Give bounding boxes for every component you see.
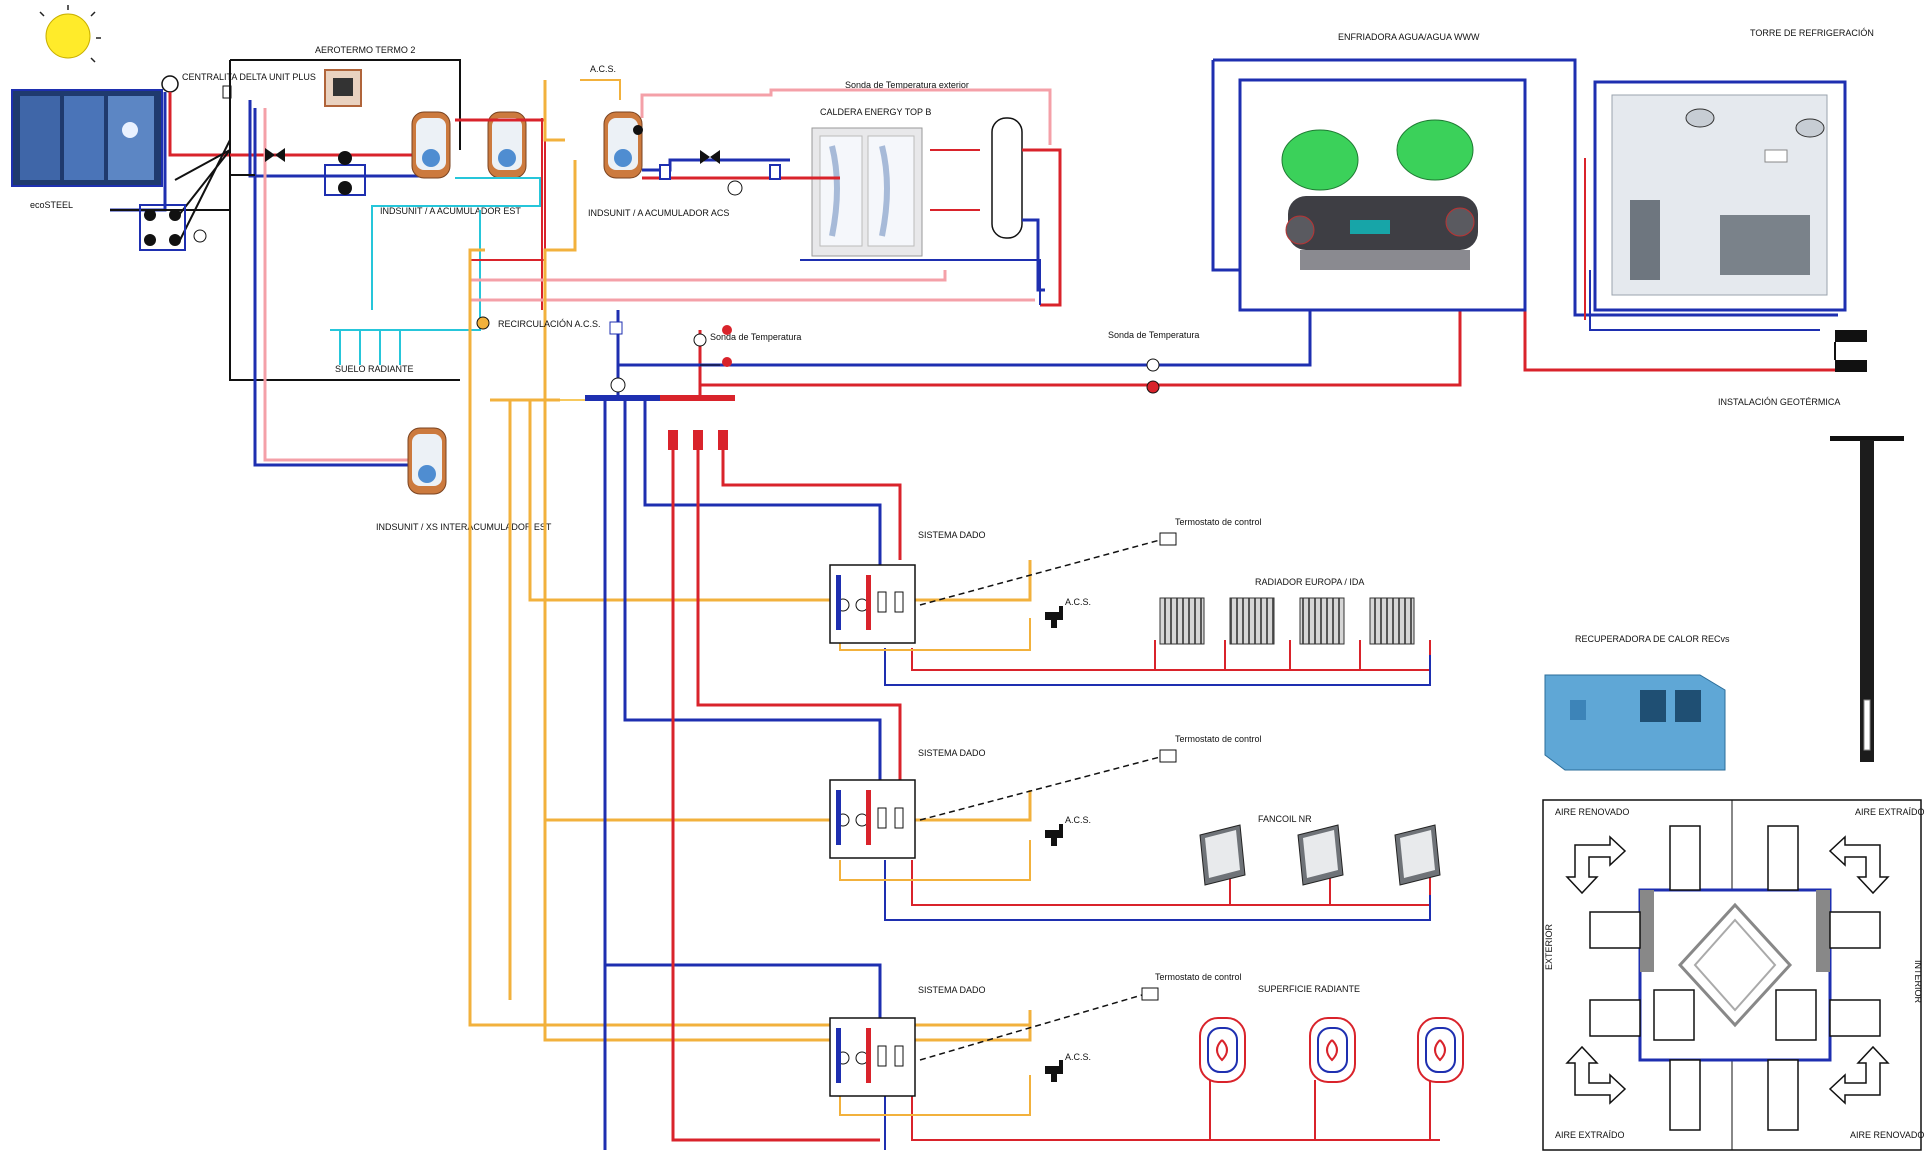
thermostat-3-label: Termostato de control [1155,972,1242,982]
system-unit-3 [829,1017,916,1097]
boiler-label: CALDERA ENERGY TOP B [820,107,931,117]
exterior-label: EXTERIOR [1544,923,1554,970]
sensor-icon [161,75,179,93]
interaccumulator-tank [407,427,447,495]
tap-icon [1045,606,1063,1082]
chiller-label: ENFRIADORA AGUA/AGUA WWW [1338,32,1480,42]
sun-icon [39,5,101,63]
distribution-manifold [585,310,735,450]
heat-recovery-unit-icon [1544,674,1726,771]
cyan-floor-loop [330,177,541,365]
air-renewed-left-label: AIRE RENOVADO [1555,807,1629,817]
recirculation-label: RECIRCULACIÓN A.C.S. [498,319,601,329]
solar-collector-icon [11,89,163,187]
acs-top-label: A.C.S. [590,64,616,74]
circulation-pumps [633,125,781,196]
air-extracted-right-label: AIRE EXTRAÍDO [1855,807,1925,817]
solar-collector-label: ecoSTEEL [30,200,73,210]
outdoor-probe-label: Sonda de Temperatura exterior [845,80,969,90]
radiators-label: RADIADOR EUROPA / IDA [1255,577,1364,587]
cooling-tower-icon [1611,94,1828,296]
thermostat-top-label: AEROTERMO TERMO 2 [315,45,415,55]
system-unit-2 [829,779,916,859]
system-3-label: SISTEMA DADO [918,985,986,995]
temp-probe-2-label: Sonda de Temperatura [1108,330,1199,340]
air-extracted-left-label: AIRE EXTRAÍDO [1555,1130,1625,1140]
radiant-floor-icon [1199,1017,1464,1083]
heat-recovery-label: RECUPERADORA DE CALOR RECvs [1575,634,1730,644]
fancoil-icon [1199,824,1441,886]
recirculation-valve-icon [476,316,490,330]
accumulator-tank-1 [411,111,451,179]
tank2-label: INDSUNIT / A ACUMULADOR ACS [588,208,729,218]
interior-label: INTERIOR [1913,960,1923,1004]
tank3-label: INDSUNIT / XS INTERACUMULADOR EST [376,522,552,532]
pump-group [139,148,366,251]
floor-loop-label: SUELO RADIANTE [335,364,414,374]
thermostat-links [919,532,1177,1061]
temp-probe-1-label: Sonda de Temperatura [710,332,801,342]
acs-2-label: A.C.S. [1065,815,1091,825]
accumulator-tank-acs [603,111,643,179]
acs-1-label: A.C.S. [1065,597,1091,607]
boiler-unit [811,127,923,257]
tank1-label: INDSUNIT / A ACUMULADOR EST [380,206,521,216]
chiller-piping [618,58,1838,387]
underfloor-label: SUPERFICIE RADIANTE [1258,984,1360,994]
chiller-frame [1238,78,1527,312]
fancoil-label: FANCOIL NR [1258,814,1312,824]
thermostat-1-label: Termostato de control [1175,517,1262,527]
system-2-label: SISTEMA DADO [918,748,986,758]
system-1-label: SISTEMA DADO [918,530,986,540]
acs-3-label: A.C.S. [1065,1052,1091,1062]
system-unit-1 [829,564,916,644]
temp-sensor-icon [1146,358,1160,372]
thermostat-2-label: Termostato de control [1175,734,1262,744]
geothermal-label: INSTALACIÓN GEOTÉRMICA [1718,397,1840,407]
accumulator-tank-2 [487,111,527,179]
chiller-unit-icon [1281,119,1478,270]
cooling-tower-label: TORRE DE REFRIGERACIÓN [1750,28,1874,38]
acs-piping [468,160,1032,1042]
system-feed-piping [603,400,1440,1150]
solar-control-label: CENTRALITA DELTA UNIT PLUS [182,72,316,82]
geothermal-well [1830,330,1904,762]
air-renewed-right-label: AIRE RENOVADO [1850,1130,1924,1140]
radiator-icon [1159,597,1415,645]
hydraulic-separator-icon [991,117,1023,239]
ventilation-diagram [1542,799,1922,1151]
